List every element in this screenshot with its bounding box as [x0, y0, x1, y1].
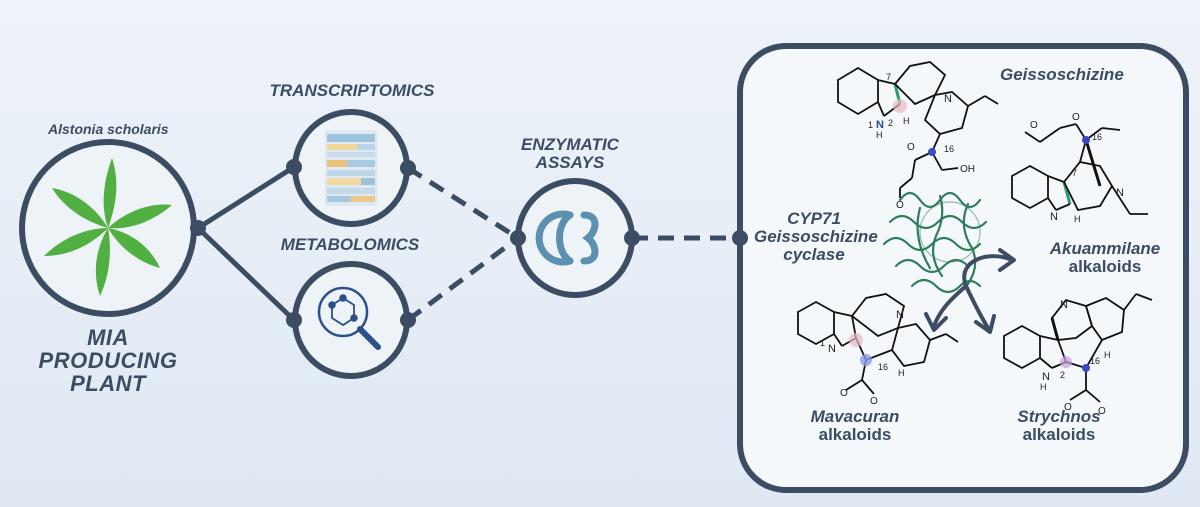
strychnos-atom-labels: N 2 16 H N H O O [1040, 299, 1111, 417]
atom-label: N [944, 93, 952, 105]
transcriptomics-node [292, 109, 410, 227]
atom-label: H [1040, 382, 1047, 392]
atom-label: 7 [1072, 168, 1077, 178]
product-label-strychnos: Strychnos alkaloids [1004, 408, 1114, 444]
metabolomics-joint-right [400, 312, 416, 328]
transcriptomics-joint-left [286, 159, 302, 175]
assays-label: ENZYMATIC ASSAYS [510, 136, 630, 172]
metabolomics-joint-left [286, 312, 302, 328]
product-suffix: alkaloids [818, 424, 892, 444]
plant-node [19, 139, 197, 317]
product-label-akuammilane: Akuammilane alkaloids [1040, 240, 1170, 276]
plant-joint [190, 220, 206, 236]
atom-label: 1 [820, 338, 825, 348]
atom-label: H [1074, 214, 1081, 224]
product-label-mavacuran: Mavacuran alkaloids [800, 408, 910, 444]
plant-title-line: MIA [87, 325, 129, 350]
geissoschizine-structure [837, 61, 999, 198]
transcriptomics-joint-right [400, 160, 416, 176]
atom-label: OH [960, 164, 975, 175]
atom-label: N [1060, 299, 1068, 311]
connector-plant-transcriptomics [196, 164, 296, 231]
atom-label: O [870, 396, 878, 407]
product-suffix: alkaloids [1022, 424, 1096, 444]
atom-label: O [907, 142, 915, 153]
akuammilane-atom-labels: 16 7 N H N O O [1030, 112, 1124, 224]
product-name: Akuammilane [1049, 239, 1161, 258]
geissoschizine-atom-labels: 7 1 N 2 H H N 16 O O OH [868, 72, 975, 211]
atom-label: 16 [1092, 132, 1102, 142]
enzyme-label-line: cyclase [783, 244, 845, 264]
atom-label: O [1098, 406, 1106, 417]
enzyme-label-line: Geissoschizine [754, 226, 878, 246]
strychnos-structure [1003, 293, 1153, 403]
assays-node [515, 178, 635, 298]
enzyme-label: CYP71 Geissoschizine cyclase [754, 209, 878, 264]
plant-title: MIA PRODUCING PLANT [38, 326, 178, 395]
enzyme-substrate-icon [535, 210, 599, 266]
atom-label: N [1050, 211, 1058, 223]
mavacuran-atom-labels: 1 N 16 H N O O [820, 309, 905, 407]
atom-label: O [1064, 402, 1072, 413]
atom-label: N [1116, 187, 1124, 199]
akuammilane-structure [1011, 123, 1148, 215]
atom-label: 2 [888, 118, 893, 128]
substrate-label: Geissoschizine [1000, 65, 1124, 84]
connectors [196, 164, 740, 323]
atom-label: N [876, 119, 884, 131]
magnifier-molecule-icon [317, 286, 381, 350]
leaf-icon [44, 158, 172, 296]
reaction-arrows [924, 248, 1016, 334]
atom-label: 16 [1090, 356, 1100, 366]
atom-label: O [840, 388, 848, 399]
atom-label: 16 [878, 362, 888, 372]
atom-label: 2 [1060, 370, 1065, 380]
assays-label-line: ENZYMATIC [521, 135, 619, 154]
product-name: Mavacuran [810, 407, 900, 426]
atom-label: N [1042, 371, 1050, 383]
atom-label: H [876, 130, 883, 140]
atom-label: O [1072, 112, 1080, 123]
mavacuran-structure [797, 293, 959, 395]
protein-structure [882, 191, 988, 294]
atom-label: 7 [886, 72, 891, 82]
reaction-panel [737, 43, 1189, 493]
heatmap-icon [325, 130, 377, 206]
atom-label: 1 [868, 120, 873, 130]
metabolomics-node [292, 261, 410, 379]
atom-label: H [898, 368, 905, 378]
metabolomics-label: METABOLOMICS [280, 235, 420, 254]
product-suffix: alkaloids [1068, 256, 1142, 276]
assays-joint-left [510, 230, 526, 246]
plant-species-label: Alstonia scholaris [48, 121, 169, 137]
atom-label: H [1104, 350, 1111, 360]
connector-transcriptomics-assays [406, 165, 520, 241]
connector-metabolomics-assays [406, 235, 520, 323]
atom-label: N [896, 309, 904, 321]
assays-joint-right [624, 230, 640, 246]
atom-label: O [896, 200, 904, 211]
atom-label: 16 [944, 144, 954, 154]
atom-label: O [1030, 120, 1038, 131]
transcriptomics-label: TRANSCRIPTOMICS [269, 81, 435, 100]
plant-title-line: PRODUCING [38, 348, 178, 374]
atom-label: H [903, 116, 910, 126]
atom-label: N [828, 343, 836, 355]
panel-joint [732, 230, 748, 246]
enzyme-label-line: CYP71 [787, 209, 841, 228]
product-name: Strychnos [1017, 407, 1101, 426]
assays-label-line: ASSAYS [535, 152, 605, 172]
plant-title-line: PLANT [70, 371, 146, 397]
connector-plant-metabolomics [196, 226, 296, 322]
